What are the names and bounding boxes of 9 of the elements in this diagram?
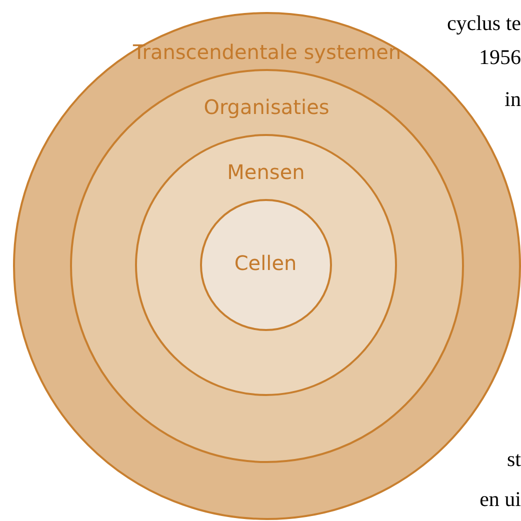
layer-label: Cellen	[234, 250, 297, 276]
text-fragment: en ui	[480, 486, 521, 513]
text-fragment: cyclus te	[446, 10, 521, 37]
text-fragment: in	[504, 86, 521, 113]
text-fragment: 1956	[479, 44, 521, 71]
layer-label: Organisaties	[204, 94, 330, 120]
layer-label: Transcendentale systemen	[132, 40, 402, 65]
text-fragment: st	[506, 446, 521, 473]
layer-label: Mensen	[227, 160, 305, 185]
